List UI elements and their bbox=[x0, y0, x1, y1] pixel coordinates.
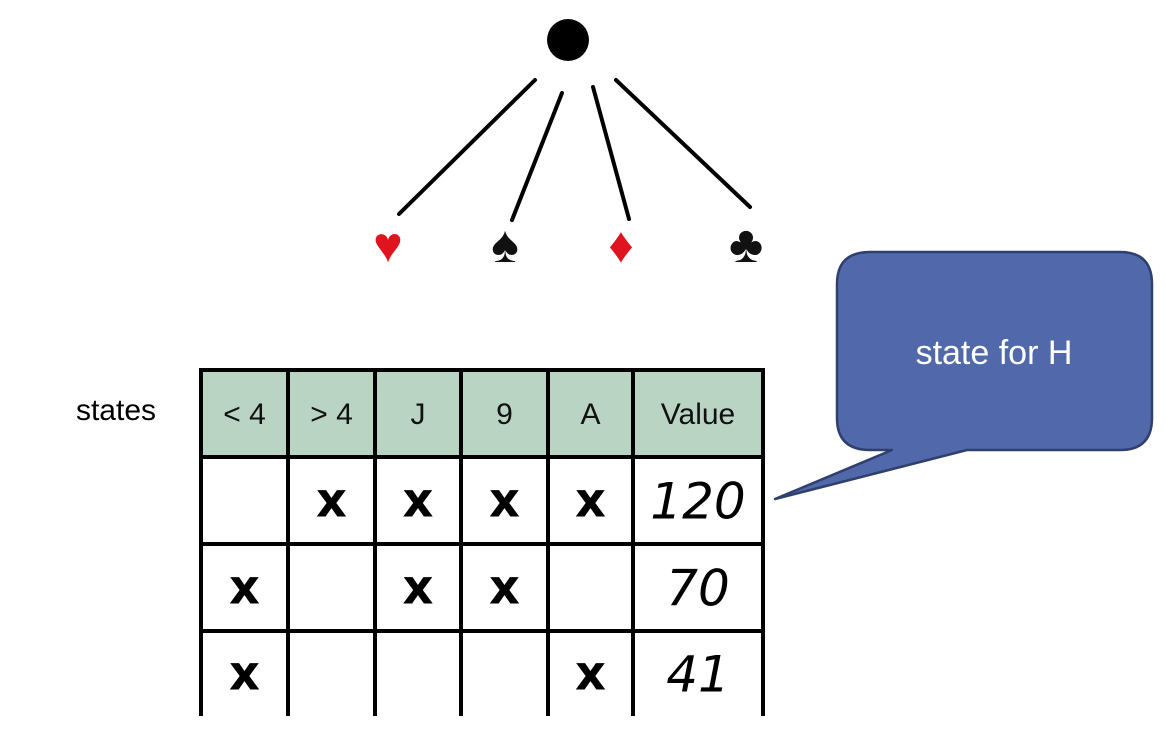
branch-heart bbox=[397, 78, 537, 216]
heart-icon: ♥ bbox=[373, 217, 403, 273]
value-cell: 120 bbox=[650, 473, 745, 531]
cell-mark: x bbox=[229, 646, 260, 702]
branch-diamond bbox=[591, 85, 631, 221]
cell-mark: x bbox=[489, 560, 520, 616]
states-label: states bbox=[76, 394, 156, 427]
cell-mark: x bbox=[403, 473, 434, 529]
callout: state for H bbox=[773, 250, 1154, 501]
header-cell: < 4 bbox=[223, 398, 266, 431]
callout-text: state for H bbox=[916, 334, 1073, 372]
callout-bubble bbox=[773, 250, 1154, 501]
game-tree: ♥ ♠ ♦ ♣ bbox=[373, 19, 763, 274]
cell-mark: x bbox=[575, 473, 606, 529]
header-cell: J bbox=[411, 398, 426, 431]
value-cell: 70 bbox=[666, 560, 730, 618]
club-icon: ♣ bbox=[729, 216, 763, 274]
cell-mark: x bbox=[316, 473, 347, 529]
header-cell: 9 bbox=[496, 398, 513, 431]
header-background bbox=[201, 370, 763, 457]
branch-spade bbox=[510, 91, 564, 222]
value-cell: 41 bbox=[666, 646, 730, 704]
diamond-icon: ♦ bbox=[608, 217, 634, 273]
root-node bbox=[547, 19, 589, 61]
branch-club bbox=[614, 78, 752, 209]
cell-mark: x bbox=[229, 560, 260, 616]
header-cell: A bbox=[580, 398, 600, 431]
cell-mark: x bbox=[489, 473, 520, 529]
header-cell: Value bbox=[661, 398, 736, 431]
header-cell: > 4 bbox=[310, 398, 353, 431]
spade-icon: ♠ bbox=[491, 216, 519, 274]
cell-mark: x bbox=[403, 560, 434, 616]
cell-mark: x bbox=[575, 646, 606, 702]
